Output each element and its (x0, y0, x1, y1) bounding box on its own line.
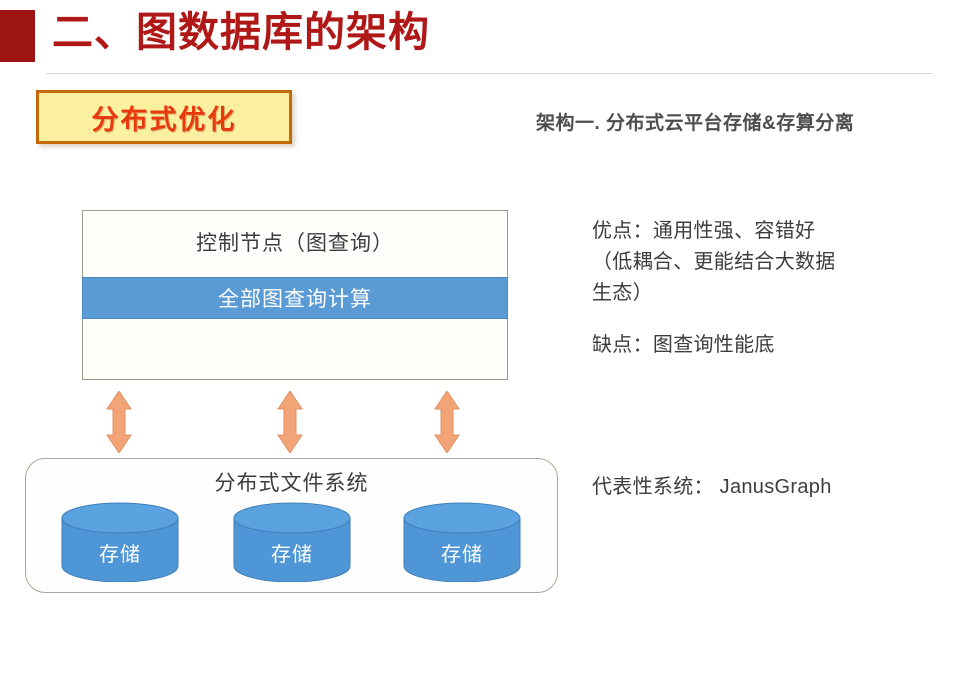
section-badge: 分布式优化 (36, 90, 292, 144)
bidirectional-arrow-icon-3 (434, 391, 460, 453)
pros-text: 优点：通用性强、容错好 （低耦合、更能结合大数据 生态） (592, 220, 836, 304)
representative-system-text: 代表性系统： JanusGraph (592, 476, 832, 498)
page-title: 二、图数据库的架构 (52, 9, 430, 55)
compute-band: 全部图查询计算 (82, 277, 508, 319)
architecture-subtitle: 架构一. 分布式云平台存储&存算分离 (536, 113, 855, 134)
control-node-title: 控制节点（图查询） (196, 232, 394, 255)
control-node-box: 控制节点（图查询） 全部图查询计算 (82, 210, 508, 380)
header-divider (46, 73, 932, 74)
distributed-file-system-title: 分布式文件系统 (214, 472, 369, 495)
storage-cylinder-1: 存储 (60, 502, 180, 582)
storage-cylinder-2: 存储 (232, 502, 352, 582)
compute-band-label: 全部图查询计算 (218, 288, 372, 311)
bidirectional-arrow-icon-1 (106, 391, 132, 453)
storage-cylinder-3: 存储 (402, 502, 522, 582)
section-badge-label: 分布式优化 (91, 104, 237, 135)
header-accent-block (0, 10, 35, 62)
bidirectional-arrow-icon-2 (277, 391, 303, 453)
cons-text: 缺点：图查询性能底 (592, 334, 775, 356)
